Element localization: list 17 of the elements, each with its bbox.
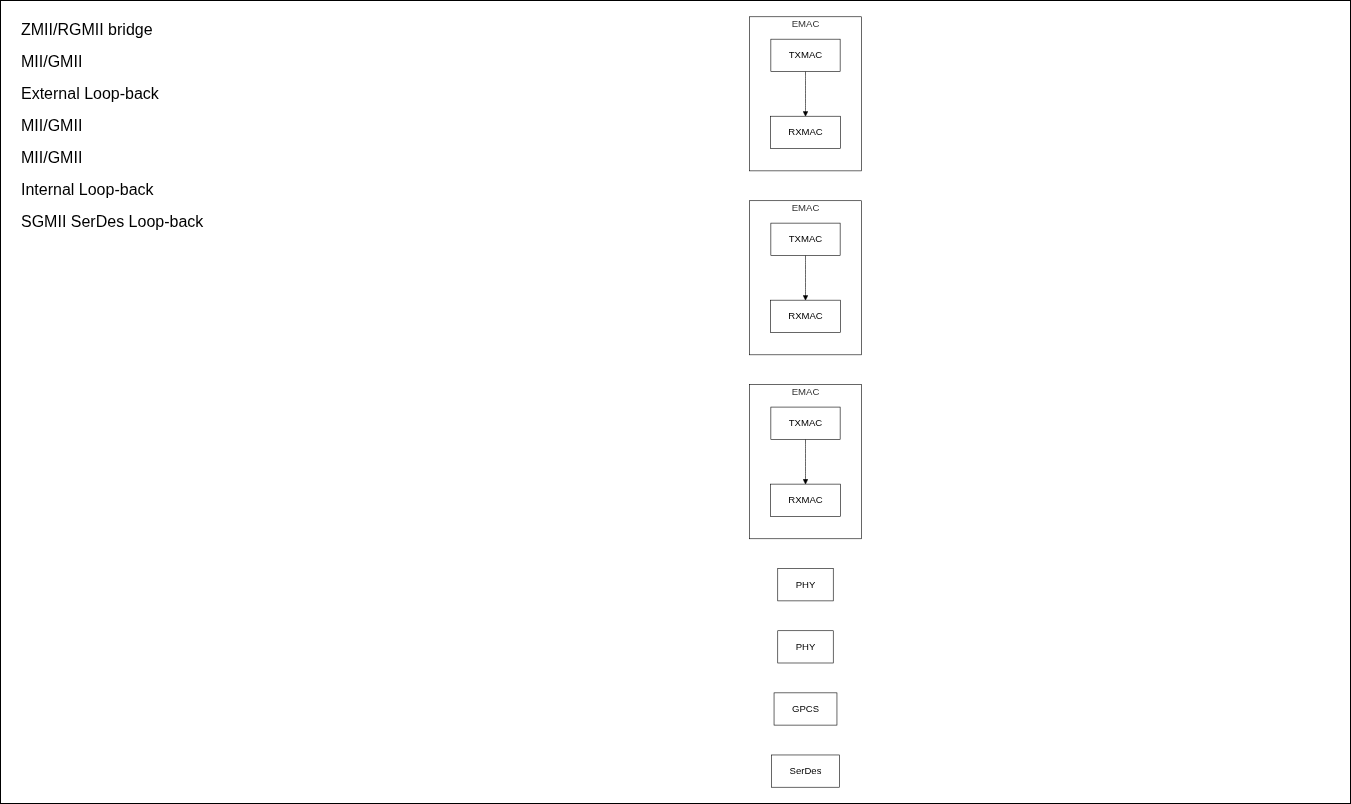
note-label: SGMII SerDes Loop-back	[21, 213, 205, 231]
node-box: RXMAC	[770, 299, 841, 333]
node-box: PHY	[777, 568, 834, 602]
note-label: MII/GMII	[21, 149, 84, 167]
note-label: External Loop-back	[21, 85, 160, 103]
node-box: SerDes	[771, 754, 840, 788]
node-box: TXMAC	[770, 38, 841, 72]
note-label: ZMII/RGMII bridge	[21, 21, 154, 39]
note-label: Internal Loop-back	[21, 181, 155, 199]
node-box: TXMAC	[770, 222, 841, 256]
note-label: MII/GMII	[21, 117, 84, 135]
node-box: PHY	[777, 630, 834, 664]
node-box: RXMAC	[770, 483, 841, 517]
node-box: RXMAC	[770, 115, 841, 149]
node-box: GPCS	[773, 692, 838, 726]
note-label: MII/GMII	[21, 53, 84, 71]
node-box: TXMAC	[770, 406, 841, 440]
